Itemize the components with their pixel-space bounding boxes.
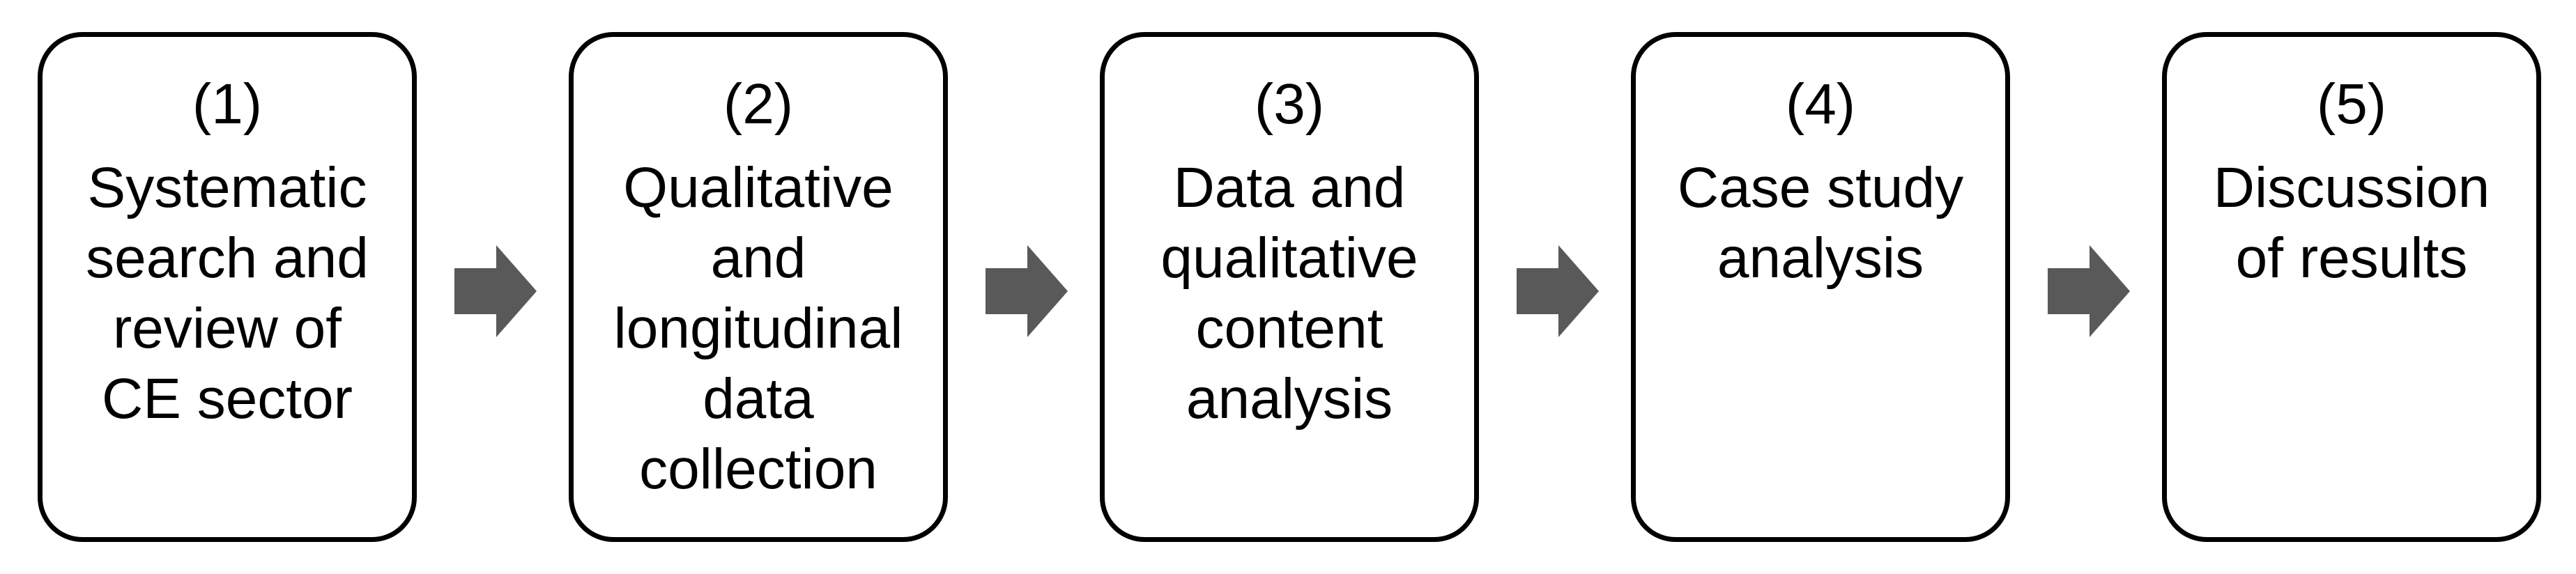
step-label-3: Data and qualitative content analysis [1160,156,1418,430]
step-label-1: Systematic search and review of CE secto… [86,156,369,430]
step-label-5: Discussion of results [2213,156,2490,290]
right-arrow-icon [454,245,537,337]
step-number-5: (5) [2316,72,2387,136]
step-number-2: (2) [723,72,794,136]
right-arrow-icon [1517,245,1599,337]
step-number-4: (4) [1785,72,1856,136]
right-arrow-icon [2048,245,2130,337]
step-label-4: Case study analysis [1677,156,1964,290]
step-label-2: Qualitative and longitudinal data collec… [613,156,903,501]
right-arrow-icon [986,245,1068,337]
step-box-5: (5) Discussion of results [2162,32,2541,542]
step-number-3: (3) [1254,72,1325,136]
step-number-1: (1) [192,72,263,136]
step-box-2: (2) Qualitative and longitudinal data co… [569,32,948,542]
step-box-4: (4) Case study analysis [1631,32,2010,542]
step-box-3: (3) Data and qualitative content analysi… [1100,32,1479,542]
step-box-1: (1) Systematic search and review of CE s… [38,32,417,542]
